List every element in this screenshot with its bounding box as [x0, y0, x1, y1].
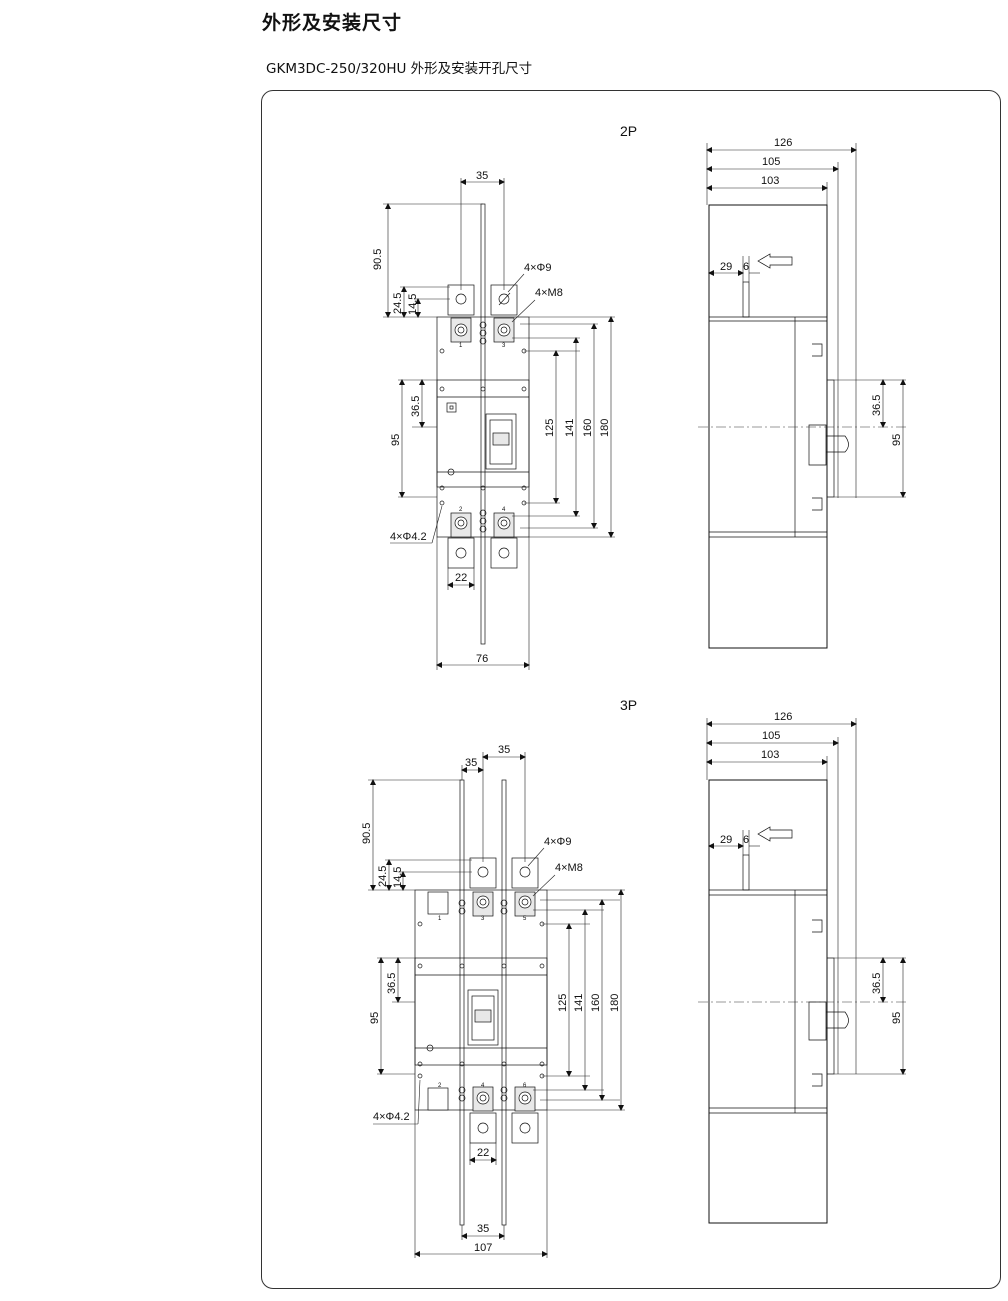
dim-76: 76 — [476, 653, 488, 665]
dim-hole-9-3p: 4×Φ9 — [544, 836, 571, 848]
side-dim-103: 103 — [761, 175, 779, 187]
side-dim-105-3p: 105 — [762, 730, 780, 742]
dim-90-5-3p: 90.5 — [361, 823, 373, 844]
side-view-3p: 126 105 103 29 6 36.5 95 — [698, 711, 906, 1224]
side-dim-36-5-3p: 36.5 — [871, 973, 883, 994]
side-dim-95: 95 — [891, 434, 903, 446]
dim-141: 141 — [564, 419, 576, 437]
dim-22-3p: 22 — [477, 1147, 489, 1159]
dim-24-5-3p: 24.5 — [377, 866, 389, 887]
terminal-1-label: 1 — [459, 343, 463, 349]
side-dim-103-3p: 103 — [761, 749, 779, 761]
dim-24-5: 24.5 — [392, 293, 404, 314]
dim-hole-4-2-3p: 4×Φ4.2 — [373, 1111, 410, 1123]
dim-hole-4-2: 4×Φ4.2 — [390, 531, 427, 543]
dim-35-b: 35 — [465, 757, 477, 769]
terminal-3-label-3p: 3 — [481, 916, 485, 922]
side-dim-126: 126 — [774, 137, 792, 149]
front-view-2p: 1 3 2 4 — [436, 203, 530, 645]
dim-160: 160 — [582, 419, 594, 437]
terminal-2-label: 2 — [459, 507, 463, 513]
dim-36-5-3p: 36.5 — [386, 973, 398, 994]
dim-141-3p: 141 — [573, 994, 585, 1012]
terminal-5-label-3p: 5 — [523, 916, 527, 922]
page-subtitle: GKM3DC-250/320HU 外形及安装开孔尺寸 — [266, 61, 533, 77]
dim-125-3p: 125 — [557, 994, 569, 1012]
dim-95: 95 — [390, 434, 402, 446]
side-dim-29: 29 — [720, 261, 732, 273]
dim-35-c: 35 — [477, 1223, 489, 1235]
side-dim-105: 105 — [762, 156, 780, 168]
terminal-4-label: 4 — [502, 507, 506, 513]
terminal-2-label-3p: 2 — [438, 1083, 442, 1089]
dim-125: 125 — [544, 419, 556, 437]
terminal-4-label-3p: 4 — [481, 1083, 485, 1089]
label-3p: 3P — [620, 697, 637, 713]
front-dims-3p: 35 35 90.5 24.5 14.5 4×Φ9 4×M8 36.5 95 1… — [361, 744, 625, 1258]
label-2p: 2P — [620, 123, 637, 139]
dim-m8: 4×M8 — [535, 287, 563, 299]
dim-90-5: 90.5 — [372, 249, 384, 270]
dim-107: 107 — [474, 1242, 492, 1254]
page-title: 外形及安装尺寸 — [262, 12, 403, 34]
terminal-1-label-3p: 1 — [438, 916, 442, 922]
dim-180: 180 — [599, 419, 611, 437]
side-dim-29-3p: 29 — [720, 834, 732, 846]
side-dim-36-5: 36.5 — [871, 395, 883, 416]
terminal-3-label: 3 — [502, 343, 506, 349]
dim-hole-9: 4×Φ9 — [524, 262, 551, 274]
dim-14-5-3p: 14.5 — [392, 867, 404, 888]
side-dim-126-3p: 126 — [774, 711, 792, 723]
dim-180-3p: 180 — [609, 994, 621, 1012]
dim-22: 22 — [455, 572, 467, 584]
side-dim-6: 6 — [743, 261, 749, 273]
dim-160-3p: 160 — [590, 994, 602, 1012]
dim-35-a: 35 — [498, 744, 510, 756]
front-dims-2p: 35 90.5 24.5 14.5 4×Φ9 4×M8 36.5 95 — [372, 170, 615, 670]
dim-35: 35 — [476, 170, 488, 182]
drawing-frame — [261, 90, 1001, 1289]
terminal-6-label-3p: 6 — [523, 1083, 527, 1089]
side-view-2p: 126 105 103 29 6 36.5 — [698, 137, 906, 649]
side-dim-6-3p: 6 — [743, 834, 749, 846]
side-dim-95-3p: 95 — [891, 1012, 903, 1024]
dim-95-3p: 95 — [369, 1012, 381, 1024]
dim-14-5: 14.5 — [407, 294, 419, 315]
dim-36-5: 36.5 — [410, 396, 422, 417]
dim-m8-3p: 4×M8 — [555, 862, 583, 874]
